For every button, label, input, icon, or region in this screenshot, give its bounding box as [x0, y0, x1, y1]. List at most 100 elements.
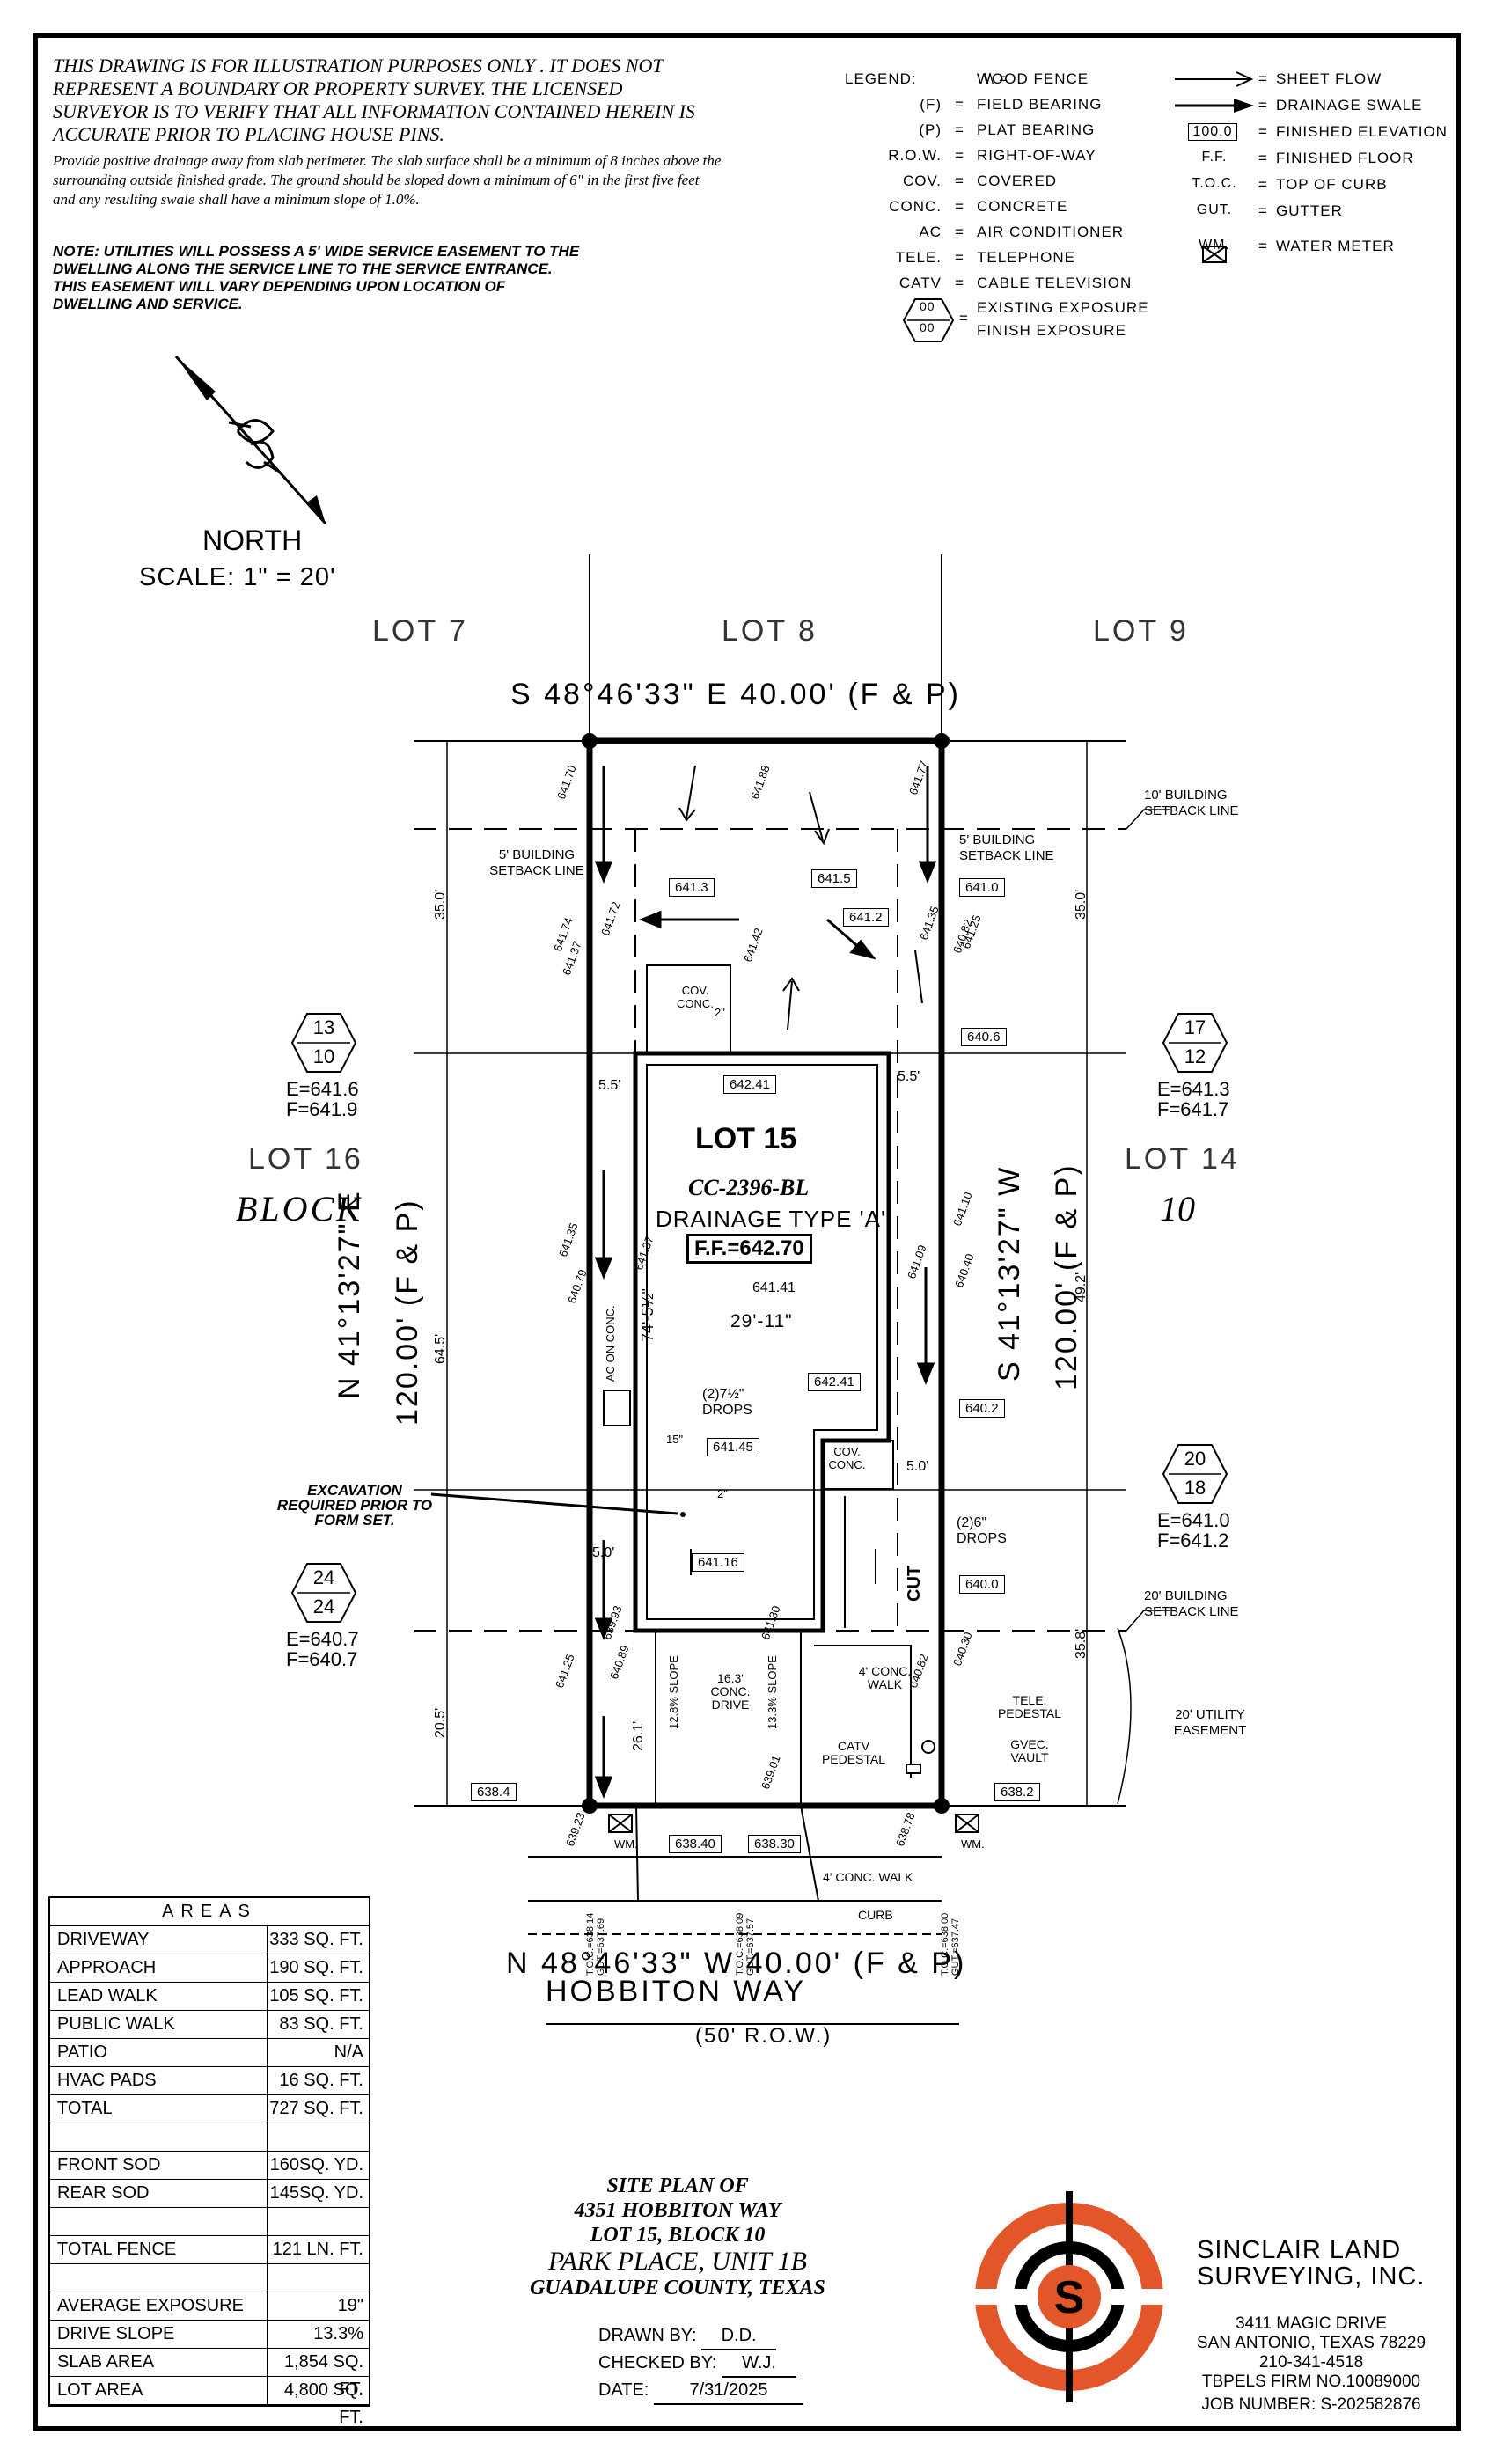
legend-eq: =	[1258, 97, 1268, 114]
lot-7-label: LOT 7	[372, 614, 468, 648]
exposure-elevation: F=641.2	[1157, 1529, 1229, 1551]
exposure-hex-icon	[1162, 1444, 1228, 1504]
rear-setback: 10' BUILDING SETBACK LINE	[1144, 788, 1239, 818]
north-arrow-icon	[174, 355, 327, 525]
legend-eq: =	[1258, 238, 1268, 254]
signoff-block: DRAWN BY: D.D. CHECKED BY: W.J. DATE: 7/…	[598, 2323, 803, 2405]
tele-label: TELE. PEDESTAL	[997, 1693, 1062, 1720]
walk-label: 4' CONC. WALK	[858, 1664, 912, 1691]
center-elevation: 641.41	[752, 1280, 796, 1295]
excavation-note: EXCAVATION REQUIRED PRIOR TO FORM SET.	[276, 1482, 433, 1529]
elevation-box: 641.3	[669, 878, 715, 897]
legend-desc: SHEET FLOW	[1276, 70, 1382, 87]
areas-row	[50, 2208, 369, 2236]
exposure-value: 13	[312, 1016, 335, 1038]
block-number-label: 10	[1160, 1189, 1195, 1228]
areas-key: HVAC PADS	[50, 2067, 268, 2094]
legend-desc: TOP OF CURB	[1276, 176, 1388, 193]
company-name-2: SURVEYING, INC.	[1197, 2262, 1426, 2291]
two-inch-2: 2"	[717, 1487, 728, 1500]
elevation-box: 641.2	[843, 908, 889, 927]
legend-eq: =	[999, 70, 1008, 87]
curb-label: CURB	[858, 1908, 893, 1922]
legend-eq: =	[955, 249, 964, 266]
exposure-elevation: E=640.7	[286, 1628, 359, 1650]
two-inch-1: 2"	[715, 1006, 725, 1019]
legend-desc: GUTTER	[1276, 202, 1343, 219]
house-width: 29'-11"	[730, 1311, 793, 1331]
legend-eq: =	[955, 224, 964, 240]
areas-key: TOTAL	[50, 2095, 268, 2123]
areas-value: 1,854 SQ. FT.	[283, 2352, 363, 2399]
areas-value: 333 SQ. FT.	[269, 1930, 363, 1949]
areas-key: APPROACH	[50, 1954, 268, 1982]
areas-value	[268, 2123, 369, 2151]
legend-desc: DRAINAGE SWALE	[1276, 97, 1423, 114]
toc-1: T.O.C.=638.14 GUT.=637.69	[585, 1912, 606, 1976]
legend-eq: =	[955, 147, 964, 164]
ac-label: AC ON CONC.	[604, 1305, 617, 1382]
areas-row: HVAC PADS 16 SQ. FT.	[50, 2067, 369, 2095]
areas-value: 16 SQ. FT.	[279, 2071, 363, 2090]
elevation-box: 642.41	[723, 1075, 776, 1094]
legend-eq: =	[955, 275, 964, 291]
areas-row	[50, 2264, 369, 2292]
legend-desc: EXISTING EXPOSURE	[977, 299, 1149, 316]
lot-14-label: LOT 14	[1125, 1142, 1240, 1176]
disclaimer-caps: THIS DRAWING IS FOR ILLUSTRATION PURPOSE…	[53, 55, 695, 145]
legend-eq: =	[955, 172, 964, 189]
areas-value: 4,800 SQ. FT.	[283, 2380, 363, 2427]
legend-eq: =	[1258, 123, 1268, 140]
slope-label-2: 13.3% SLOPE	[766, 1655, 779, 1729]
catv-label: CATV PEDESTAL	[821, 1739, 886, 1766]
areas-title: AREAS	[50, 1898, 369, 1926]
elevation-box: 638.4	[471, 1783, 517, 1801]
legend-abbr: GUT.	[1196, 202, 1233, 217]
areas-key: FRONT SOD	[50, 2152, 268, 2179]
legend-eq: =	[959, 310, 969, 326]
areas-value: 121 LN. FT.	[272, 2240, 363, 2259]
fifteen-inch: 15"	[666, 1433, 684, 1446]
legend-abbr: TELE.	[895, 249, 942, 266]
legend-title: LEGEND:	[845, 70, 917, 87]
legend-abbr: F.F.	[1201, 150, 1228, 165]
company-address: 3411 MAGIC DRIVE SAN ANTONIO, TEXAS 7822…	[1170, 2314, 1452, 2415]
exposure-hex-icon	[290, 1013, 357, 1073]
title-block: SITE PLAN OF 4351 HOBBITON WAY LOT 15, B…	[458, 2174, 898, 2300]
toc-3: T.O.C.=638.00 GUT.=637.47	[940, 1912, 961, 1976]
exposure-hex-value: 00	[920, 299, 935, 313]
lot-number: LOT 15	[695, 1122, 797, 1155]
exposure-elevation: F=641.9	[286, 1098, 358, 1120]
utility-easement: 20' UTILITY EASEMENT	[1173, 1707, 1247, 1738]
exposure-hex-icon	[290, 1563, 357, 1623]
exposure-elevation: E=641.6	[286, 1078, 359, 1100]
logo-letter: S	[1054, 2272, 1085, 2323]
exposure-elevation: E=641.0	[1157, 1509, 1230, 1531]
dim-side-left-2: 5.0'	[592, 1545, 615, 1560]
legend-eq: =	[1258, 70, 1268, 87]
legend-desc: FINISHED FLOOR	[1276, 150, 1414, 166]
right-setback: 5' BUILDING SETBACK LINE	[959, 832, 1054, 863]
scale-label: SCALE: 1" = 20'	[139, 563, 336, 591]
exposure-value: 24	[312, 1595, 335, 1617]
exposure-hex-icon	[1162, 1013, 1228, 1073]
cov-conc-right: COV. CONC.	[828, 1445, 866, 1471]
legend-abbr: T.O.C.	[1192, 176, 1237, 191]
cov-conc-top: COV. CONC.	[677, 984, 714, 1010]
legend-abbr: 100.0	[1188, 123, 1237, 141]
legend-abbr: R.O.W.	[888, 147, 942, 164]
water-meter-icon	[1202, 246, 1227, 263]
legend-desc: WOOD FENCE	[977, 70, 1089, 87]
elevation-box: 641.16	[692, 1553, 744, 1572]
slope-label-1: 12.8% SLOPE	[667, 1655, 680, 1729]
legend-abbr: (F)	[920, 96, 942, 113]
areas-value: 83 SQ. FT.	[279, 2014, 363, 2034]
legend-desc: TELEPHONE	[977, 249, 1075, 266]
dim-side-left: 5.5'	[598, 1078, 621, 1093]
areas-value: 13.3%	[313, 2324, 363, 2343]
